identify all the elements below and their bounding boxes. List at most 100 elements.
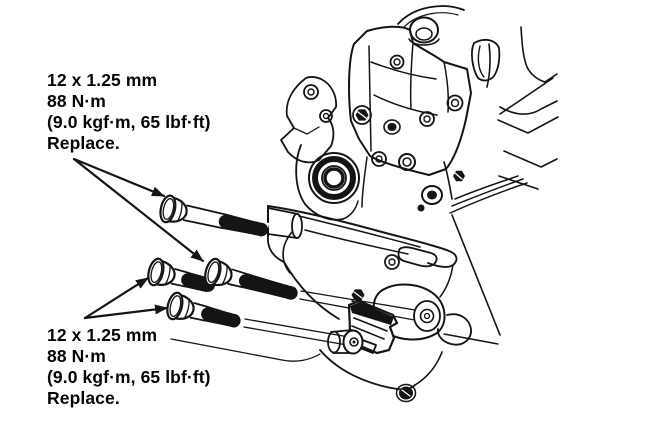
bolt-shank [227, 268, 247, 288]
bolt-flange-inner [169, 295, 182, 317]
block-edge-diagonal [451, 214, 501, 336]
stay-boss-hole [349, 337, 359, 347]
bottom-bolt-highlight [401, 389, 411, 397]
cap-outline [409, 16, 439, 44]
projection-line [244, 318, 350, 338]
spec-replace-note: Replace. [47, 133, 120, 153]
block-edge [443, 161, 453, 200]
seal-ring-dark [323, 167, 345, 189]
spec-bolt-size: 12 x 1.25 mm [47, 325, 158, 345]
arm-inner-line [298, 215, 421, 248]
block-edge [451, 178, 524, 207]
bolt-hex-facet [221, 264, 228, 286]
engine-block-art [267, 5, 559, 403]
seal-ring-dark [312, 156, 356, 200]
projection-line [243, 326, 348, 346]
bottom-bolt-outline [395, 383, 417, 403]
bolt-hole [446, 94, 464, 112]
oil-cap [397, 5, 465, 46]
plate-rib [370, 61, 437, 80]
block-edge [454, 175, 519, 200]
bolt-hole [423, 115, 431, 123]
arm-boss-bottom [267, 233, 298, 239]
arm-slot [397, 246, 438, 268]
bolt-hole [319, 109, 333, 123]
stay-boss-back [327, 330, 341, 354]
bolt-hex-facet [176, 200, 183, 223]
bolt-hole [371, 151, 387, 167]
plate-to-arm-line [361, 156, 368, 208]
block-edge [503, 150, 558, 168]
bottom-edge-lines [319, 349, 443, 403]
torque-spec-label-bottom: 12 x 1.25 mm 88 N·m (9.0 kgf·m, 65 lbf·f… [47, 325, 211, 409]
boss-hole [419, 308, 435, 324]
hex-plug-highlight [357, 111, 367, 119]
boss-right-lobe [437, 313, 472, 346]
boss-hole [423, 312, 431, 320]
bottom-sweep [319, 349, 416, 391]
bolt-hex-facet [164, 264, 171, 286]
bolt-hole [402, 157, 412, 167]
block-edge [498, 175, 539, 190]
leader-arrow-icon [72, 157, 205, 263]
seal-ring [308, 152, 360, 204]
stay-bolt-highlight [353, 291, 363, 299]
cap-wisp-line [397, 5, 465, 25]
bolt-hole [375, 155, 383, 163]
block-edge [497, 116, 559, 134]
stay-plate-dark-band [350, 302, 394, 325]
bolt-flange-inner [162, 198, 175, 220]
bolt-shank [182, 204, 227, 230]
bolt-thread-edge [203, 306, 240, 328]
cap-base [408, 38, 440, 46]
torque-spec-label-top: 12 x 1.25 mm 88 N·m (9.0 kgf·m, 65 lbf·f… [47, 70, 211, 154]
bolt-threads [181, 273, 216, 292]
boss-lower-line [443, 333, 499, 345]
spec-torque-alt: (9.0 kgf·m, 65 lbf·ft) [47, 367, 211, 387]
bolt-flange-inner [150, 261, 163, 283]
bolt-b-icon [204, 257, 300, 303]
bolt-hole [303, 84, 319, 100]
stay-inner-line [351, 325, 385, 340]
bolt-flange-inner [207, 261, 220, 284]
body-left-edge [283, 261, 340, 320]
bolt-threads [218, 214, 269, 237]
plate-rib [443, 61, 450, 113]
bolt-projection-lines [170, 290, 422, 362]
block-edge [449, 182, 528, 214]
arm-boss-top [267, 207, 299, 215]
body-right-edge [439, 264, 454, 298]
block-edge [499, 77, 554, 115]
arm-left-curve [267, 235, 285, 263]
block-edge [499, 100, 558, 115]
bolt-hole [450, 98, 460, 108]
wing-outline [280, 76, 337, 164]
stay-boss-dot [352, 340, 356, 344]
block-plugs [398, 153, 465, 212]
bolt-c-icon [147, 257, 216, 293]
left-wing-bracket [280, 76, 337, 164]
spec-torque-nm: 88 N·m [47, 91, 106, 111]
block-edge-lines [443, 26, 559, 336]
bottom-sweep [414, 351, 443, 386]
cap-top [415, 27, 433, 41]
plug-dark [387, 123, 397, 131]
wing-inner-line [293, 126, 320, 135]
bolt-hole [419, 111, 435, 127]
bolt-shank [189, 302, 209, 322]
bolt-thread-edge [222, 213, 266, 236]
plate-rib [368, 45, 372, 152]
block-edge [520, 26, 546, 83]
hex-bolt-highlight [454, 172, 463, 180]
bolt-hole [307, 88, 315, 96]
arm-inner-line [304, 229, 409, 255]
arm-top-edge [267, 205, 450, 252]
plug-dark [427, 190, 437, 200]
seal-housing-link [342, 200, 359, 220]
plug-outline [383, 119, 401, 135]
bolt-hex-facet [183, 298, 190, 320]
bolt-hole [388, 258, 396, 266]
spec-torque-alt: (9.0 kgf·m, 65 lbf·ft) [47, 112, 211, 132]
